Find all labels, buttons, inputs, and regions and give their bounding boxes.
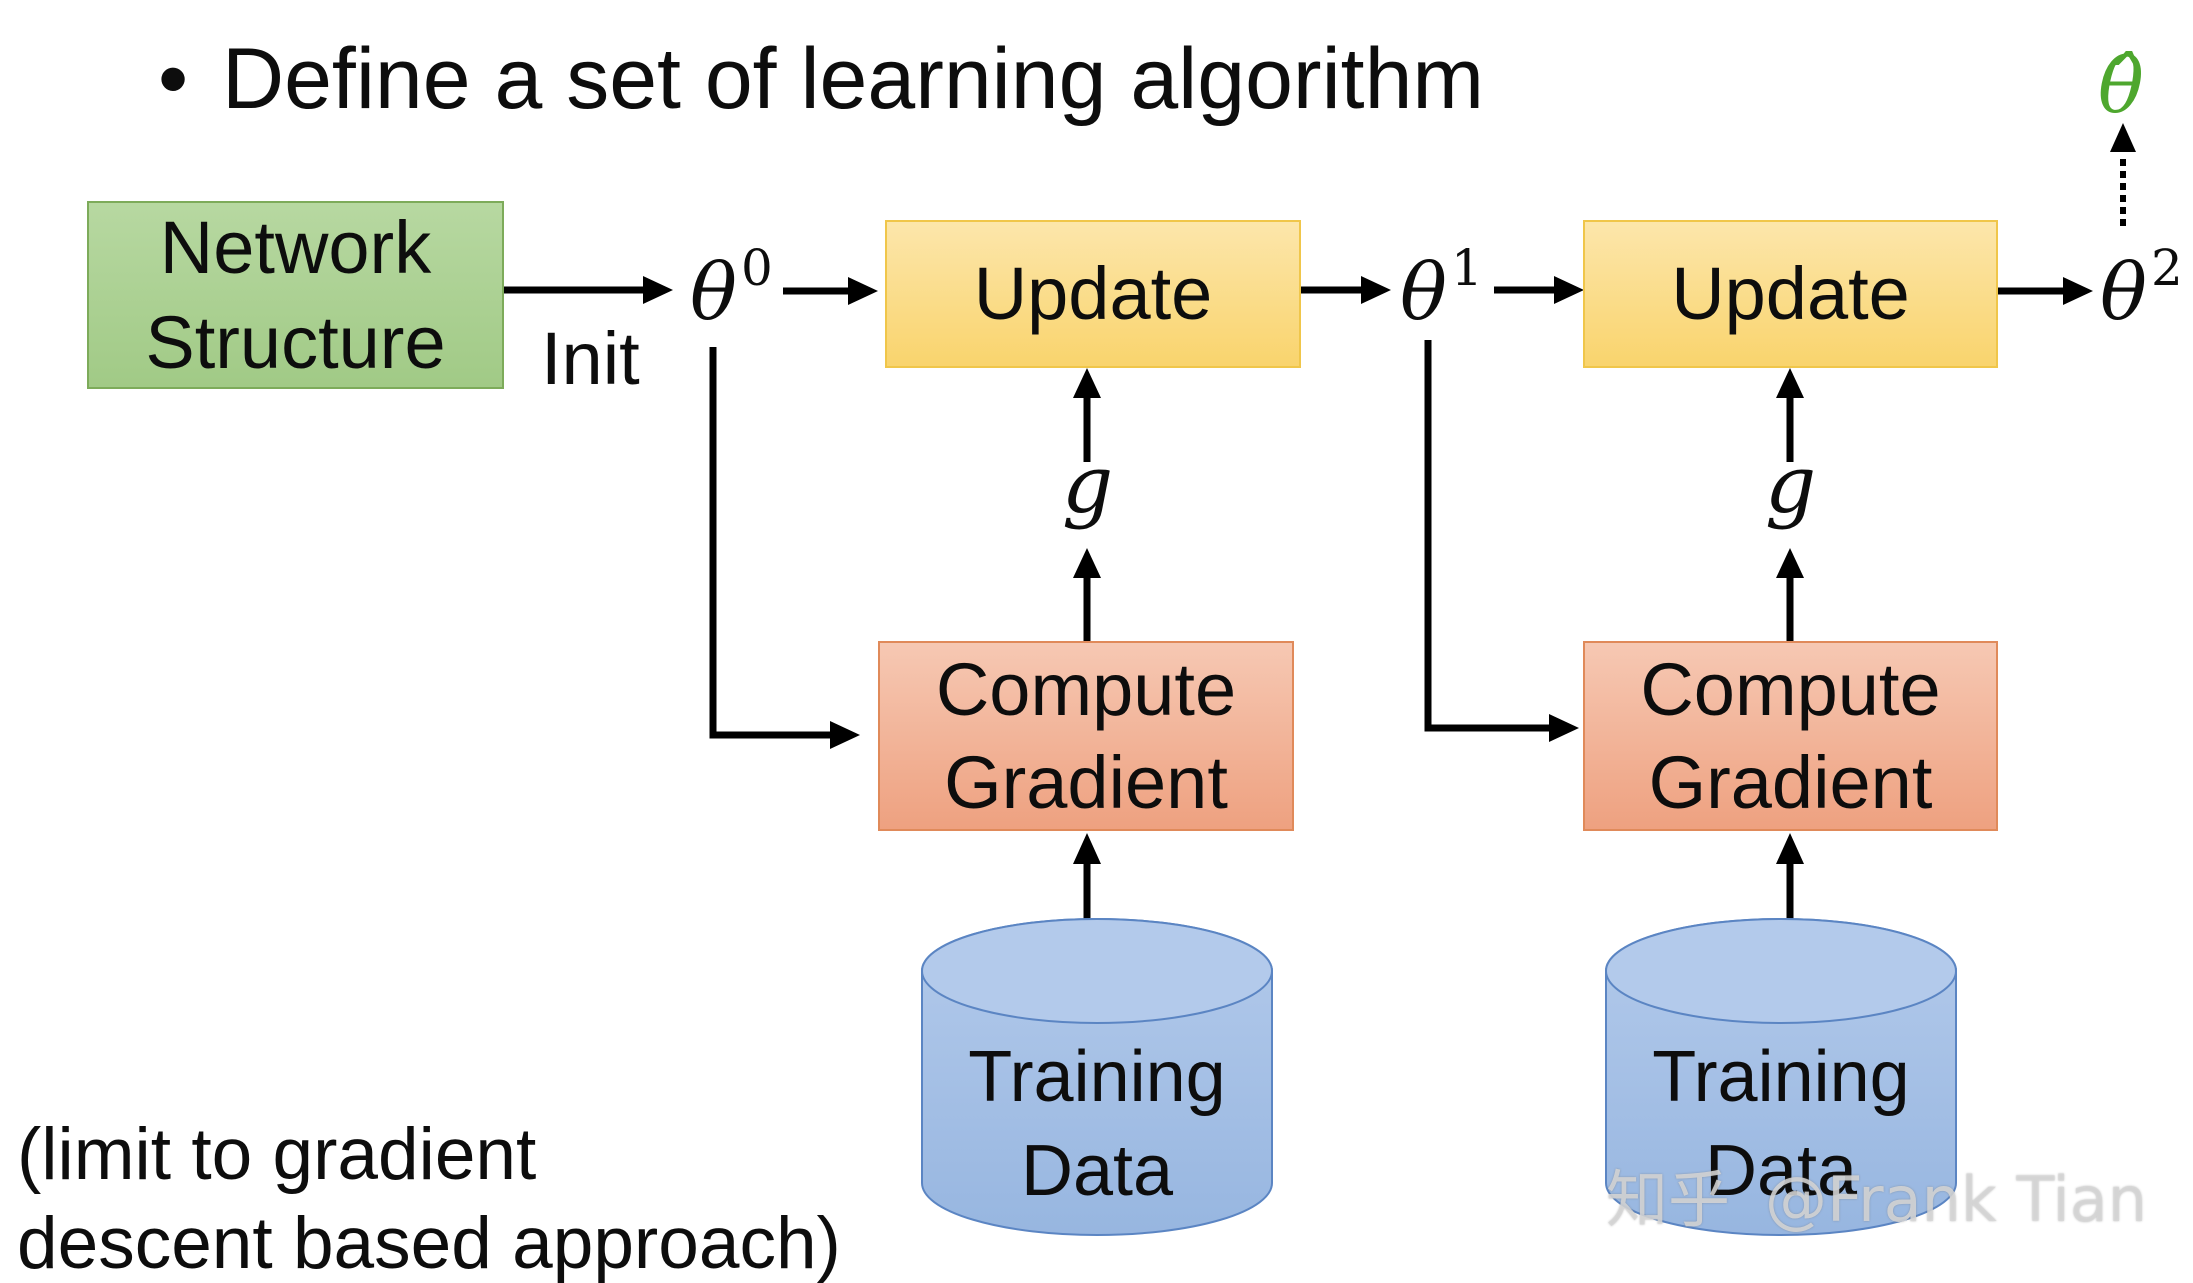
training-data-label: Training Data xyxy=(920,1030,1274,1218)
update-label: Update xyxy=(973,252,1213,335)
theta-hat: θ̂ xyxy=(2098,41,2144,130)
theta1-to-compute-gradient-2-arrow xyxy=(1424,340,1579,742)
init-label: Init xyxy=(541,317,640,400)
gradient-symbol-1: g xyxy=(1062,438,1114,531)
training-data-cylinder-1: Training Data xyxy=(920,917,1274,1237)
update-box-1: Update xyxy=(885,220,1301,368)
watermark-author: @Frank Tian xyxy=(1765,1163,2148,1236)
theta-1-symbol: θ xyxy=(1400,248,1447,338)
training-data-cylinder-2: Training Data xyxy=(1604,917,1958,1237)
compute-gradient-label-line-2: Gradient xyxy=(1648,741,1933,824)
theta-0-superscript: 0 xyxy=(740,239,773,297)
watermark-brand: 知乎 xyxy=(1606,1163,1731,1236)
title-bullet: • xyxy=(158,31,189,127)
theta-1: θ1 xyxy=(1400,243,1483,332)
g-to-update-2-arrow xyxy=(1776,368,1804,462)
theta-0: θ0 xyxy=(690,243,773,332)
g-to-update-1-arrow xyxy=(1073,368,1101,462)
theta-0-symbol: θ xyxy=(690,248,737,338)
update-label: Update xyxy=(1671,252,1910,335)
theta1-to-update-2-arrow xyxy=(1494,276,1584,304)
theta2-to-theta-hat-dotted-arrow xyxy=(2110,123,2136,226)
training-data-label: Training Data xyxy=(1604,1030,1958,1218)
gradient-symbol-2: g xyxy=(1765,438,1817,531)
slide-title: Define a set of learning algorithm xyxy=(222,31,1485,127)
init-arrow xyxy=(504,276,673,304)
theta-2-superscript: 2 xyxy=(2150,239,2183,297)
theta-2: θ2 xyxy=(2100,243,2183,332)
database-cylinder-icon xyxy=(921,918,1273,1236)
compute-gradient-label-line-1: Compute xyxy=(1640,648,1941,731)
theta-1-superscript: 1 xyxy=(1450,239,1483,297)
compute-gradient-box-1: Compute Gradient xyxy=(878,641,1294,831)
training-data-label-line-2: Data xyxy=(1020,1131,1174,1211)
network-structure-box: Network Structure xyxy=(87,201,504,389)
compute-gradient-label-line-1: Compute xyxy=(935,648,1237,731)
network-structure-label-line-2: Structure xyxy=(145,301,446,384)
compute-gradient-2-to-g-arrow xyxy=(1776,548,1804,641)
network-structure-label-line-1: Network xyxy=(159,206,432,289)
training-data-label-line-1: Training xyxy=(1652,1037,1910,1117)
theta0-to-update-1-arrow xyxy=(783,277,878,305)
update-box-2: Update xyxy=(1583,220,1998,368)
training-data-label-line-2: Data xyxy=(1704,1131,1858,1211)
update-2-to-theta2-arrow xyxy=(1998,277,2093,305)
database-cylinder-icon xyxy=(1605,918,1957,1236)
compute-gradient-box-2: Compute Gradient xyxy=(1583,641,1998,831)
theta-2-symbol: θ xyxy=(2100,248,2147,338)
note-line-2: descent based approach) xyxy=(17,1203,841,1283)
theta0-to-compute-gradient-1-arrow xyxy=(709,347,860,749)
compute-gradient-1-to-g-arrow xyxy=(1073,548,1101,641)
update-1-to-theta1-arrow xyxy=(1301,276,1391,304)
training-data-label-line-1: Training xyxy=(968,1037,1226,1117)
note-line-1: (limit to gradient xyxy=(17,1114,537,1195)
compute-gradient-label-line-2: Gradient xyxy=(944,741,1228,824)
